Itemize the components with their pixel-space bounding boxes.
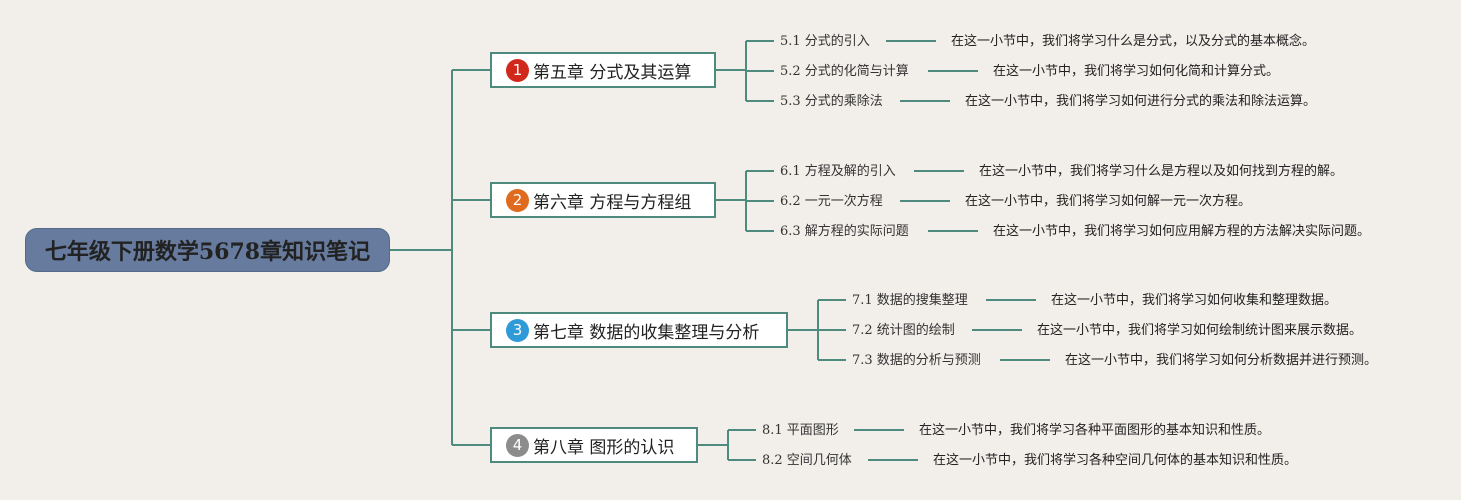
root-topic[interactable]: 七年级下册数学5678章知识笔记 — [25, 228, 390, 272]
section-description[interactable]: 在这一小节中，我们将学习如何化简和计算分式。 — [993, 64, 1280, 79]
section-label[interactable]: 7.1 数据的搜集整理 — [852, 293, 968, 308]
section-description[interactable]: 在这一小节中，我们将学习如何解一元一次方程。 — [965, 194, 1252, 209]
section-label[interactable]: 6.3 解方程的实际问题 — [780, 224, 909, 239]
section-label[interactable]: 7.2 统计图的绘制 — [852, 323, 955, 338]
section-description[interactable]: 在这一小节中，我们将学习什么是分式，以及分式的基本概念。 — [951, 34, 1316, 49]
chapter-number-badge: 2 — [506, 188, 529, 212]
chapter-node-6[interactable]: 2 第六章 方程与方程组 — [490, 182, 716, 218]
section-label[interactable]: 7.3 数据的分析与预测 — [852, 353, 981, 368]
section-label[interactable]: 8.1 平面图形 — [762, 423, 839, 438]
section-description[interactable]: 在这一小节中，我们将学习如何绘制统计图来展示数据。 — [1037, 323, 1363, 338]
section-description[interactable]: 在这一小节中，我们将学习什么是方程以及如何找到方程的解。 — [979, 164, 1344, 179]
section-description[interactable]: 在这一小节中，我们将学习各种平面图形的基本知识和性质。 — [919, 423, 1271, 438]
section-description[interactable]: 在这一小节中，我们将学习如何分析数据并进行预测。 — [1065, 353, 1378, 368]
chapter-number-badge: 3 — [506, 318, 529, 342]
section-label[interactable]: 6.2 一元一次方程 — [780, 194, 883, 209]
chapter-title: 第八章 图形的认识 — [533, 437, 675, 458]
chapter-title: 第六章 方程与方程组 — [533, 192, 692, 213]
chapter-number-badge: 4 — [506, 433, 529, 457]
section-description[interactable]: 在这一小节中，我们将学习如何收集和整理数据。 — [1051, 293, 1338, 308]
section-description[interactable]: 在这一小节中，我们将学习各种空间几何体的基本知识和性质。 — [933, 453, 1298, 468]
chapter-title: 第七章 数据的收集整理与分析 — [533, 322, 760, 343]
section-label[interactable]: 5.1 分式的引入 — [780, 34, 870, 49]
chapter-number-badge: 1 — [506, 58, 529, 82]
chapter-node-7[interactable]: 3 第七章 数据的收集整理与分析 — [490, 312, 788, 348]
section-label[interactable]: 6.1 方程及解的引入 — [780, 164, 896, 179]
section-description[interactable]: 在这一小节中，我们将学习如何进行分式的乘法和除法运算。 — [965, 94, 1317, 109]
section-label[interactable]: 5.2 分式的化简与计算 — [780, 64, 909, 79]
section-description[interactable]: 在这一小节中，我们将学习如何应用解方程的方法解决实际问题。 — [993, 224, 1371, 239]
chapter-node-5[interactable]: 1 第五章 分式及其运算 — [490, 52, 716, 88]
chapter-title: 第五章 分式及其运算 — [533, 62, 692, 83]
section-label[interactable]: 8.2 空间几何体 — [762, 453, 852, 468]
chapter-node-8[interactable]: 4 第八章 图形的认识 — [490, 427, 698, 463]
section-label[interactable]: 5.3 分式的乘除法 — [780, 94, 883, 109]
